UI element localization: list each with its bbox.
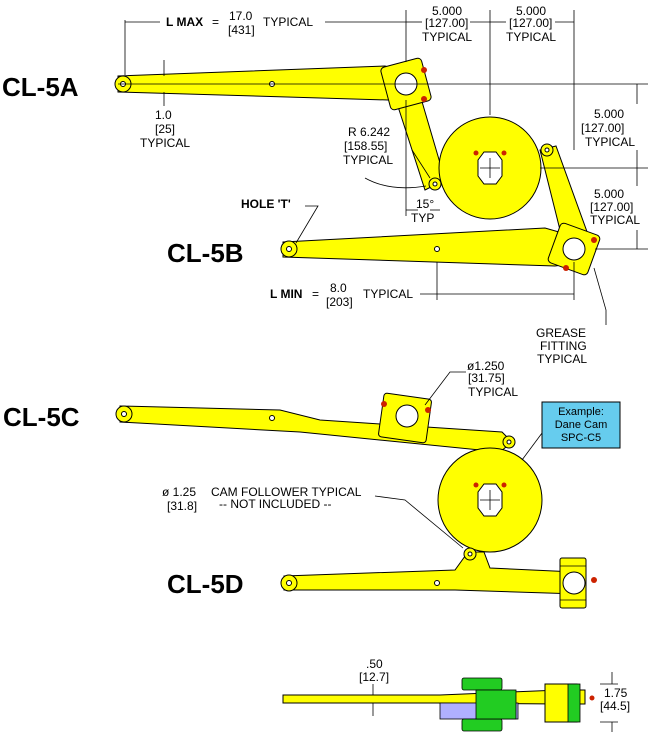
svg-text:5.000: 5.000 (594, 187, 624, 201)
svg-text:TYPICAL: TYPICAL (422, 30, 472, 44)
svg-text:[31.75]: [31.75] (468, 371, 505, 385)
cl-5d-assembly (280, 547, 597, 609)
svg-text:TYPICAL: TYPICAL (537, 352, 587, 366)
svg-text:5.000: 5.000 (516, 4, 546, 18)
svg-text:[431]: [431] (228, 23, 255, 37)
svg-text:1.0: 1.0 (155, 108, 172, 122)
svg-text:[127.00]: [127.00] (581, 121, 624, 135)
svg-text:[158.55]: [158.55] (344, 139, 387, 153)
model-label-cl-5a: CL-5A (2, 72, 79, 102)
svg-text:ø1.250: ø1.250 (467, 359, 505, 373)
l-min-label: L MIN (270, 287, 302, 301)
svg-text:5.000: 5.000 (594, 107, 624, 121)
cl-5d-bore (562, 571, 586, 595)
model-label-cl-5d: CL-5D (167, 569, 244, 599)
svg-text:SPC-C5: SPC-C5 (561, 432, 601, 444)
side-view-arm (282, 689, 586, 705)
svg-text:TYPICAL: TYPICAL (263, 15, 313, 29)
svg-text:[127.00]: [127.00] (590, 200, 633, 214)
svg-text:TYPICAL: TYPICAL (585, 135, 635, 149)
svg-text:1.75: 1.75 (604, 686, 628, 700)
cl-5a-long-arm (117, 65, 413, 101)
cam-upper (438, 116, 542, 220)
cl-5a-assembly (114, 57, 520, 191)
svg-text:CAM FOLLOWER TYPICAL: CAM FOLLOWER TYPICAL (211, 485, 362, 499)
svg-text:GREASE: GREASE (536, 326, 586, 340)
cl-5b-assembly (280, 143, 601, 276)
cl-5c-assembly (115, 392, 516, 453)
svg-text:TYPICAL: TYPICAL (140, 136, 190, 150)
svg-text:[203]: [203] (326, 295, 353, 309)
svg-text:=: = (312, 287, 319, 301)
svg-text:5.000: 5.000 (432, 4, 462, 18)
side-view-cam-top (461, 677, 503, 691)
svg-text:ø 1.25: ø 1.25 (162, 485, 196, 499)
side-view (282, 672, 618, 732)
side-view-cam-bottom (461, 718, 503, 732)
cl-5d-arm (283, 551, 579, 595)
svg-text:[44.5]: [44.5] (600, 699, 630, 713)
cl-5c-arm (119, 405, 513, 453)
svg-text:TYPICAL: TYPICAL (343, 153, 393, 167)
svg-text:FITTING: FITTING (540, 339, 587, 353)
svg-text:.50: .50 (366, 657, 383, 671)
cl-5b-long-arm (282, 227, 586, 267)
svg-text:-- NOT INCLUDED --: -- NOT INCLUDED -- (219, 497, 331, 511)
model-label-cl-5b: CL-5B (167, 238, 244, 268)
svg-text:8.0: 8.0 (330, 281, 347, 295)
cl-5b-bore (562, 237, 586, 261)
cam-lower (437, 447, 543, 553)
dimension-lines (124, 10, 648, 549)
svg-text:TYPICAL: TYPICAL (468, 385, 518, 399)
svg-text:Dane Cam: Dane Cam (555, 419, 608, 431)
cl-5b-grease-fitting (591, 237, 597, 243)
svg-text:[127.00]: [127.00] (425, 16, 468, 30)
cl-5c-grease-fitting (425, 407, 431, 413)
svg-text:TYP: TYP (411, 211, 434, 225)
cl-5a-grease-fitting (421, 67, 427, 73)
svg-text:[31.8]: [31.8] (167, 499, 197, 513)
example-callout: Example: Dane Cam SPC-C5 (541, 401, 621, 449)
svg-text:TYPICAL: TYPICAL (363, 287, 413, 301)
svg-text:TYPICAL: TYPICAL (506, 30, 556, 44)
cl-5d-grease-fitting (591, 577, 597, 583)
svg-text:[12.7]: [12.7] (359, 670, 389, 684)
svg-text:[25]: [25] (155, 122, 175, 136)
svg-text:Example:: Example: (558, 406, 604, 418)
l-max-value: 17.0 (229, 9, 253, 23)
svg-text:[127.00]: [127.00] (509, 16, 552, 30)
svg-text:TYPICAL: TYPICAL (590, 213, 640, 227)
model-label-cl-5c: CL-5C (3, 402, 80, 432)
l-max-label: L MAX (166, 15, 203, 29)
svg-text:=: = (212, 15, 219, 29)
svg-text:15°: 15° (416, 197, 434, 211)
cl-5c-bore (395, 404, 419, 428)
hole-t-label: HOLE 'T' (241, 197, 291, 211)
svg-text:R 6.242: R 6.242 (348, 125, 390, 139)
